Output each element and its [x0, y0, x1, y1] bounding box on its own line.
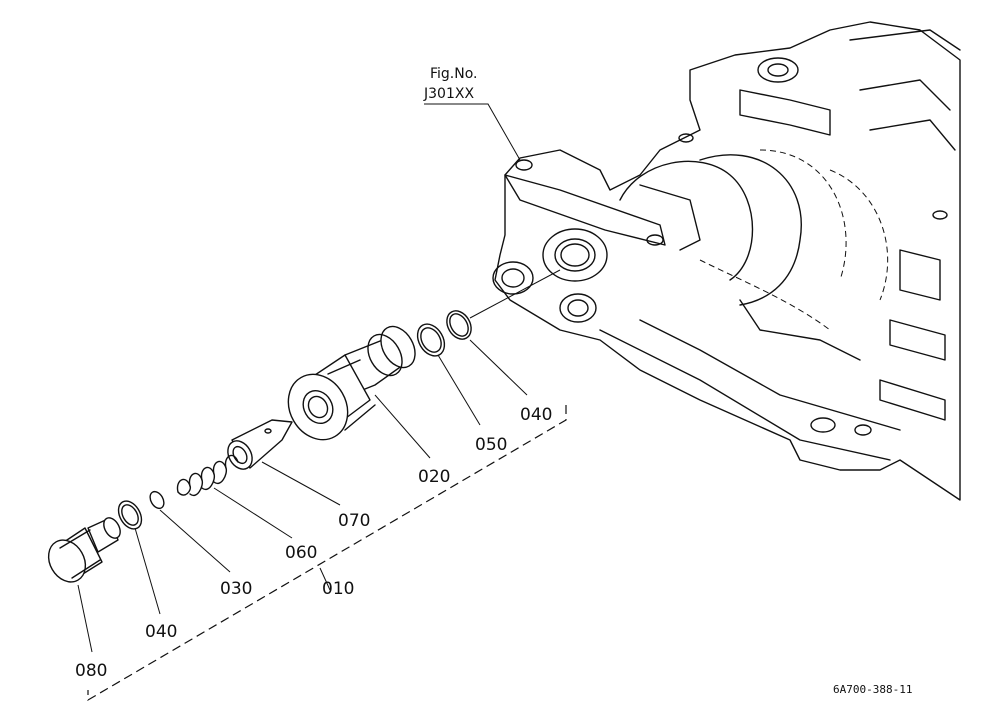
valve-body-020 [287, 325, 416, 441]
part-label-030: 030 [220, 579, 252, 599]
ring-030 [149, 490, 165, 510]
figure-ref-leader [424, 103, 521, 161]
poppet-070 [227, 419, 293, 470]
part-label-080: 080 [75, 661, 107, 681]
figure-reference: Fig.No. J301XX [423, 66, 521, 161]
part-label-040-left: 040 [145, 622, 177, 642]
part-label-010: 010 [322, 579, 354, 599]
spring-060 [176, 454, 239, 497]
drawing-code: 6A700-388-11 [833, 683, 912, 696]
o-ring-040-right [446, 310, 472, 340]
figure-ref-line1: Fig.No. [430, 66, 478, 82]
part-label-020: 020 [418, 467, 450, 487]
plug-080 [47, 517, 121, 583]
part-label-050: 050 [475, 435, 507, 455]
figure-ref-line2: J301XX [423, 86, 474, 102]
part-label-040-right: 040 [520, 405, 552, 425]
backup-ring-050 [416, 323, 446, 357]
assembly-axis [469, 269, 561, 319]
kit-boundary-010 [87, 405, 567, 702]
part-labels: 040 050 020 070 060 010 030 040 080 [75, 405, 552, 681]
leader-lines [77, 339, 528, 653]
o-ring-040-left [117, 500, 143, 530]
housing-assembly [492, 21, 961, 501]
part-label-060: 060 [285, 543, 317, 563]
part-label-070: 070 [338, 511, 370, 531]
